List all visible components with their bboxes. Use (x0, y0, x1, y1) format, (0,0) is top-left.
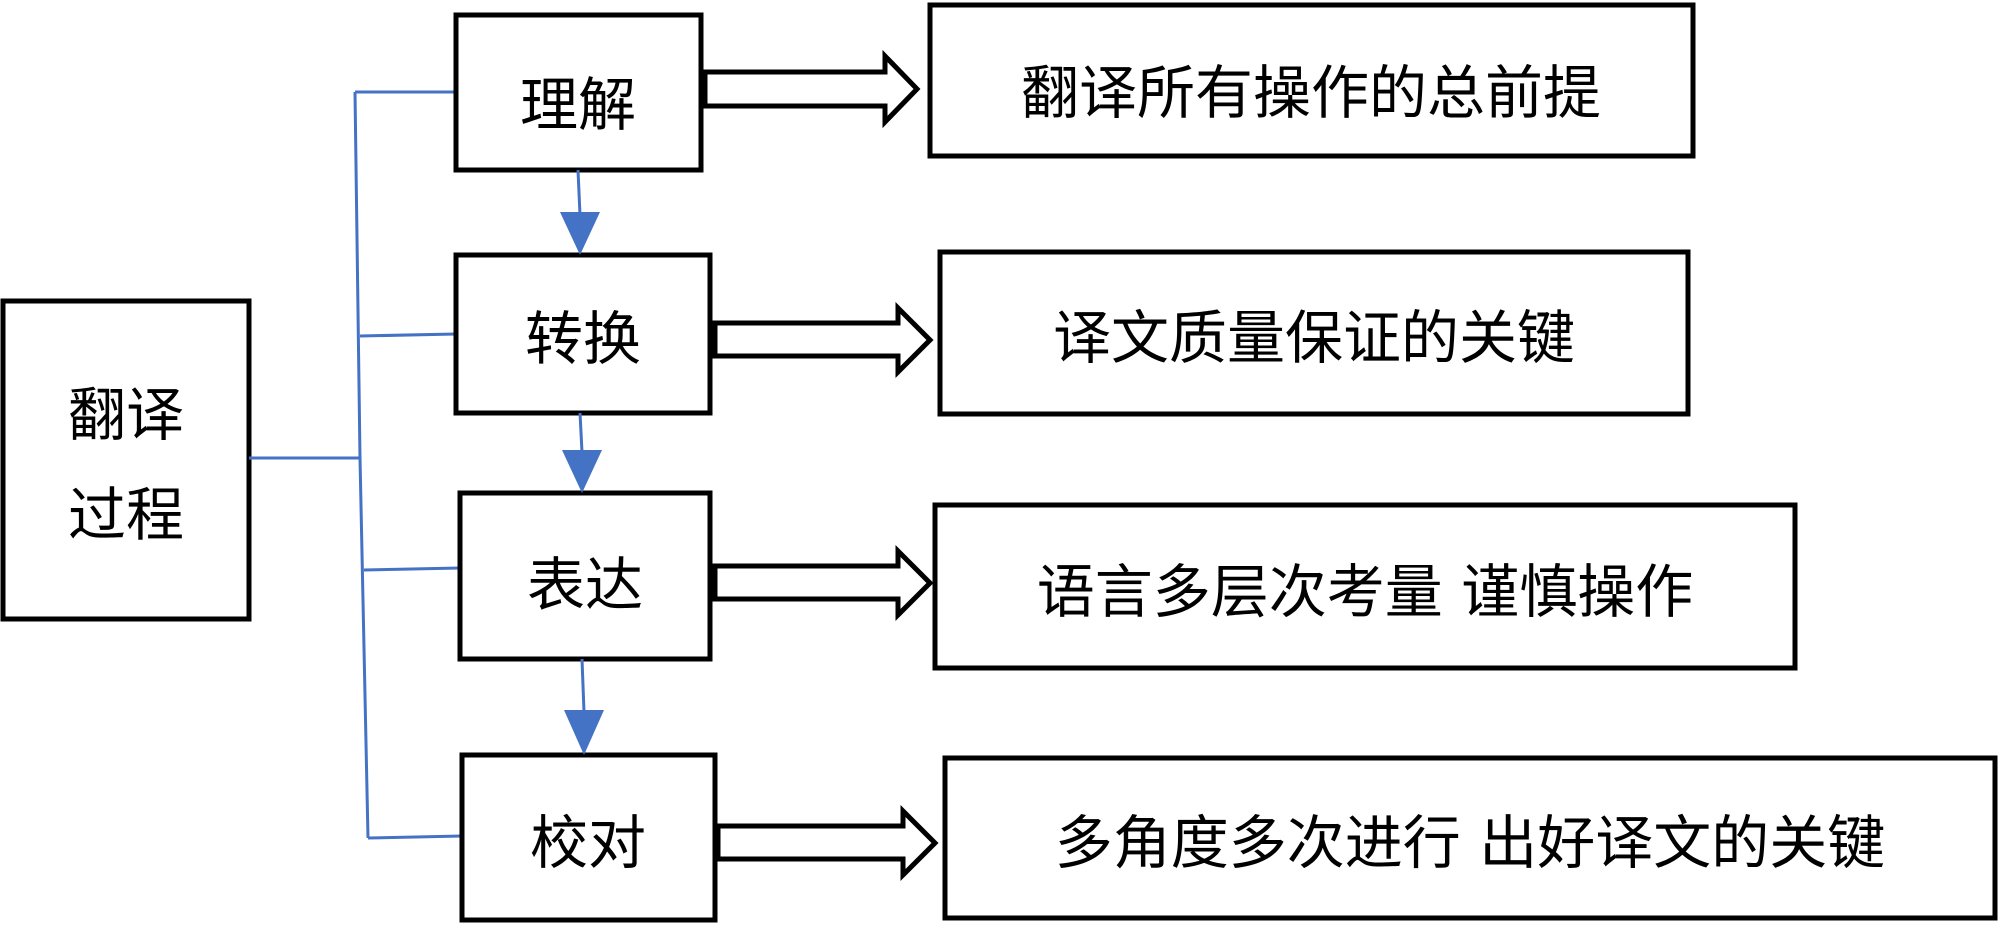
flow-arrow-1-2-head (560, 212, 600, 255)
root-label-line1: 翻译 (68, 381, 184, 449)
description-3-text: 语言多层次考量 谨慎操作 (1037, 558, 1693, 626)
step-4: 校对 (459, 752, 718, 923)
hollow-arrow-4-shape (715, 804, 939, 882)
flow-arrow-1-2 (560, 169, 600, 255)
hollow-arrow-2-shape (712, 301, 934, 379)
step-4-box (459, 752, 718, 923)
step-1-box (453, 12, 704, 173)
spine-upper-line (353, 91, 362, 459)
branch-step-3 (363, 566, 461, 572)
description-1-text: 翻译所有操作的总前提 (1021, 59, 1601, 127)
flow-arrow-2-3-shaft (578, 412, 584, 453)
description-4-text: 多角度多次进行 出好译文的关键 (1055, 809, 1885, 877)
step-3: 表达 (457, 490, 713, 662)
description-1: 翻译所有操作的总前提 (927, 2, 1696, 159)
flow-arrow-3-4-shaft (580, 658, 586, 713)
step-4-label: 校对 (530, 809, 646, 877)
step-3-box (457, 490, 713, 662)
flow-arrow-3-4-head (564, 710, 604, 755)
description-2-text: 译文质量保证的关键 (1053, 304, 1575, 372)
hollow-arrow-2 (712, 301, 934, 379)
bracket-connector (249, 90, 463, 840)
description-4: 多角度多次进行 出好译文的关键 (942, 755, 1998, 921)
hollow-arrow-1 (702, 49, 921, 129)
root-node: 翻译 过程 (0, 298, 252, 622)
root-label-line2: 过程 (68, 481, 184, 549)
step-2-box (453, 252, 713, 416)
flow-arrow-2-3-head (562, 450, 602, 493)
spine-lower-line (358, 457, 370, 839)
description-1-box (927, 2, 1696, 159)
step-2: 转换 (453, 252, 713, 416)
hollow-arrow-1-shape (702, 49, 921, 129)
step-3-label: 表达 (527, 551, 643, 619)
hollow-arrow-3 (712, 544, 934, 622)
root-box (0, 298, 252, 622)
flow-arrow-2-3 (562, 412, 602, 493)
flow-arrow-1-2-shaft (576, 169, 582, 216)
step-1-label: 理解 (520, 71, 636, 139)
flow-arrow-3-4 (564, 658, 604, 755)
branch-step-2 (359, 332, 457, 338)
step-2-label: 转换 (525, 305, 641, 373)
branch-step-4 (367, 834, 463, 840)
hollow-arrow-4 (715, 804, 939, 882)
description-2-box (937, 249, 1691, 417)
description-4-box (942, 755, 1998, 921)
step-1: 理解 (453, 12, 704, 173)
hollow-arrow-3-shape (712, 544, 934, 622)
description-3-box (932, 502, 1798, 671)
description-3: 语言多层次考量 谨慎操作 (932, 502, 1798, 671)
description-2: 译文质量保证的关键 (937, 249, 1691, 417)
